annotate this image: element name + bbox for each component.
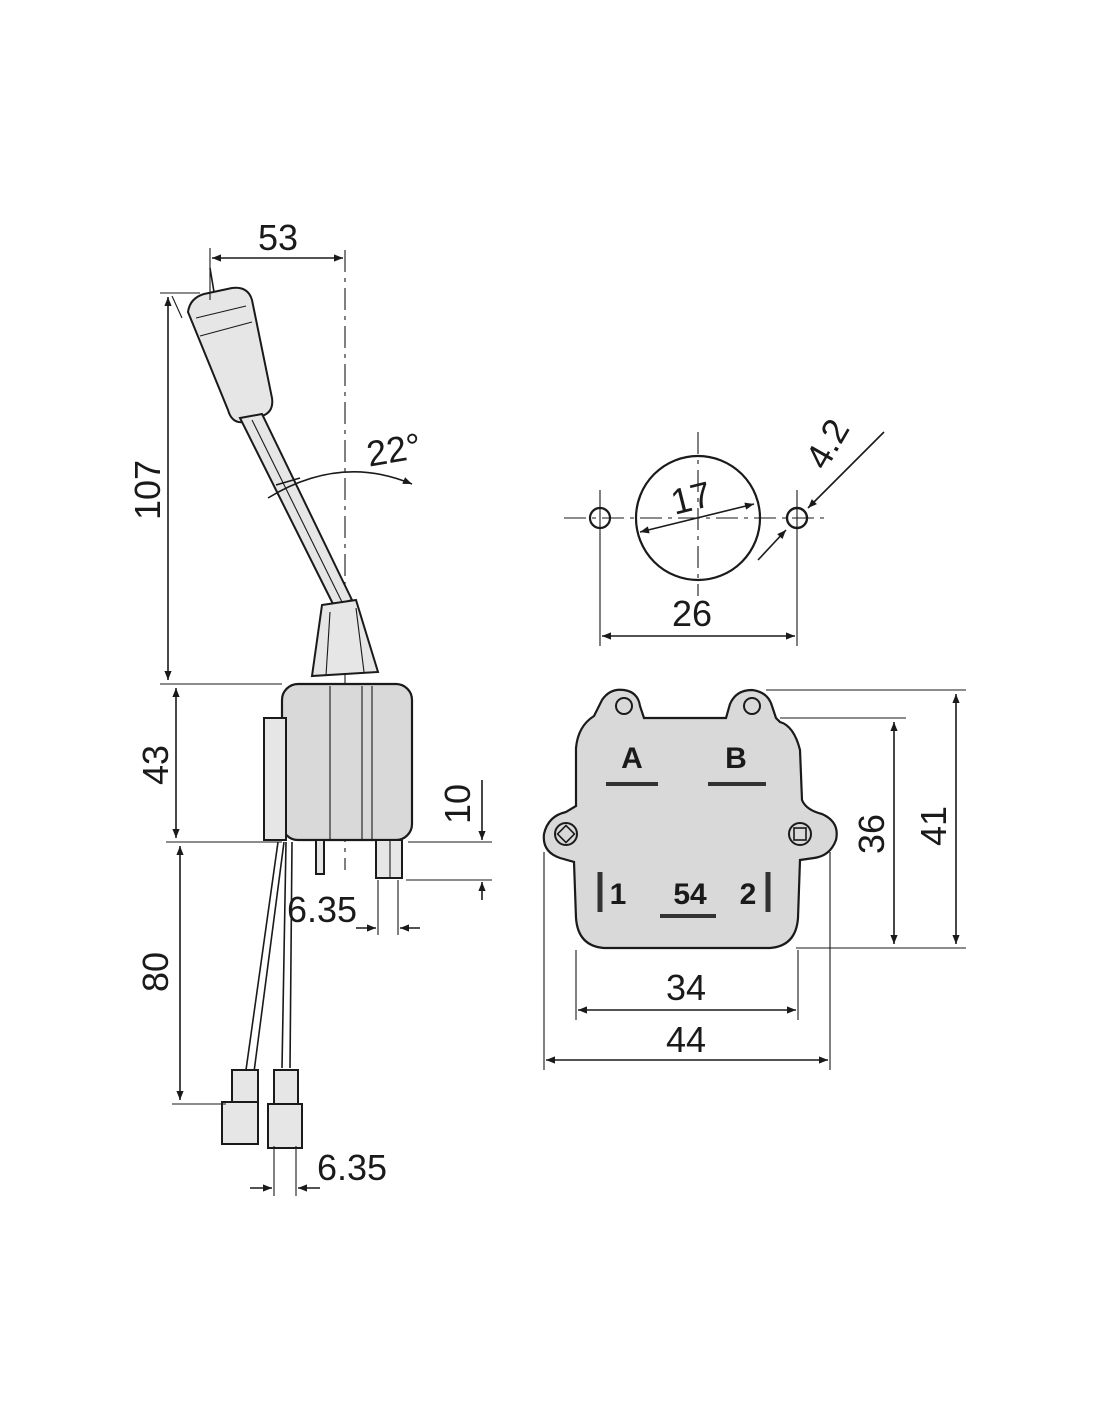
wire-terminal <box>221 1101 259 1145</box>
terminal-a-label: A <box>621 742 643 775</box>
wire-terminal <box>231 1069 259 1105</box>
dim-17: 17 <box>667 473 716 522</box>
dim-6-35-terminals: 6.35 <box>317 1147 387 1188</box>
dim-34: 34 <box>666 967 706 1008</box>
terminal-tab <box>315 839 325 875</box>
lever-knob <box>171 286 274 424</box>
terminal-tab <box>375 839 403 879</box>
center-hole <box>634 454 762 582</box>
front-view: A B 1 54 2 36 41 34 44 <box>542 688 966 1070</box>
wires <box>221 841 303 1149</box>
dim-36: 36 <box>851 814 892 854</box>
side-view: 53 107 22° 43 10 6.35 80 6.35 <box>127 217 492 1196</box>
dim-6-35-tabs: 6.35 <box>287 889 357 930</box>
dim-4-2: 4.2 <box>797 412 858 476</box>
dim-80: 80 <box>135 952 176 992</box>
wire-terminal <box>273 1069 299 1107</box>
dim-107: 107 <box>127 460 168 520</box>
mounting-view: 17 4.2 26 <box>564 412 885 646</box>
terminal-54-label: 54 <box>673 878 707 911</box>
terminal-2-label: 2 <box>740 878 757 911</box>
switch-front-body <box>542 688 838 950</box>
dim-44: 44 <box>666 1019 706 1060</box>
dim-41: 41 <box>913 806 954 846</box>
wire-terminal <box>267 1103 303 1149</box>
terminal-1-label: 1 <box>610 878 627 911</box>
dim-43: 43 <box>135 745 176 785</box>
terminal-b-label: B <box>725 742 747 775</box>
dim-26: 26 <box>672 593 712 634</box>
dim-10: 10 <box>437 784 478 824</box>
angle-arc <box>267 471 413 499</box>
dim-53: 53 <box>258 217 298 258</box>
lever-boot <box>310 598 380 678</box>
switch-body <box>263 682 414 879</box>
dim-22-deg: 22° <box>363 425 424 475</box>
